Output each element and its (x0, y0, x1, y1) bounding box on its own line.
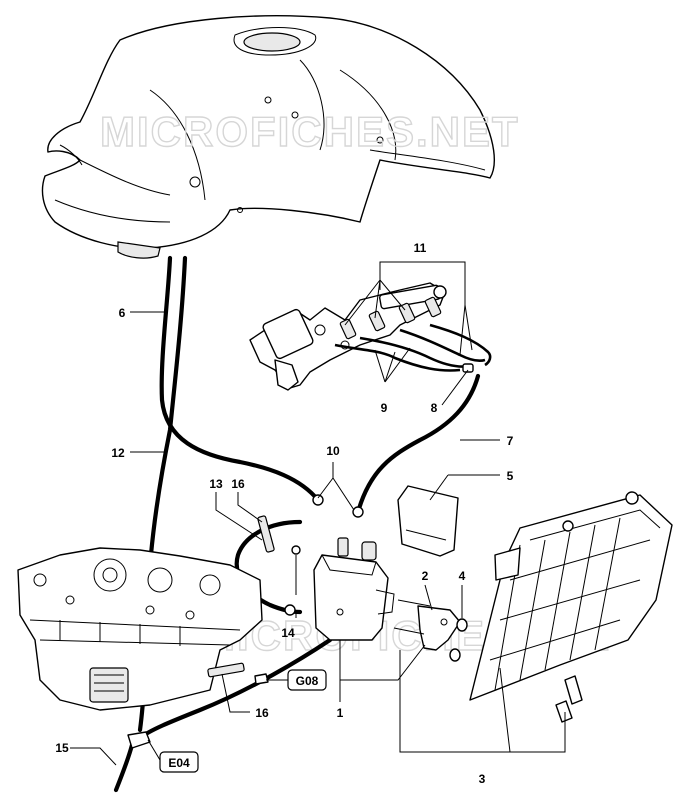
callout-13: 13 (209, 477, 223, 491)
callout-2: 2 (422, 569, 429, 583)
callout-3: 3 (479, 772, 486, 786)
callout-1: 1 (337, 706, 344, 720)
fuel-tank (41, 15, 495, 259)
callout-14: 14 (281, 626, 295, 640)
heat-shield-plate (397, 485, 459, 557)
reference-box-e04: E04 (159, 751, 199, 773)
callout-11: 11 (414, 241, 427, 255)
hose-clamps (207, 515, 301, 685)
radiator (469, 491, 673, 723)
callout-8: 8 (431, 401, 438, 415)
watermark-top: MICROFICHES.NET (100, 108, 520, 155)
reference-box-g08: G08 (287, 669, 327, 691)
engine-block (17, 547, 263, 711)
charcoal-canister (313, 537, 395, 641)
callout-10: 10 (326, 444, 340, 458)
reference-e04: E04 (168, 756, 190, 770)
callout-7: 7 (507, 434, 514, 448)
callout-5: 5 (507, 469, 514, 483)
callout-15: 15 (55, 741, 69, 755)
callout-9: 9 (381, 401, 388, 415)
vacuum-hoses (334, 323, 492, 373)
reference-g08: G08 (296, 674, 319, 688)
callout-16-bottom: 16 (255, 706, 269, 720)
callout-6: 6 (119, 306, 126, 320)
canister-bracket (393, 599, 468, 662)
callout-4: 4 (459, 569, 466, 583)
throttle-body-assembly (249, 282, 447, 391)
callout-12: 12 (111, 446, 125, 460)
callout-labels: 11 9 8 7 6 12 10 5 13 16 14 2 4 1 16 3 1… (55, 241, 513, 786)
callout-16-top: 16 (231, 477, 245, 491)
leader-lines (70, 261, 566, 766)
